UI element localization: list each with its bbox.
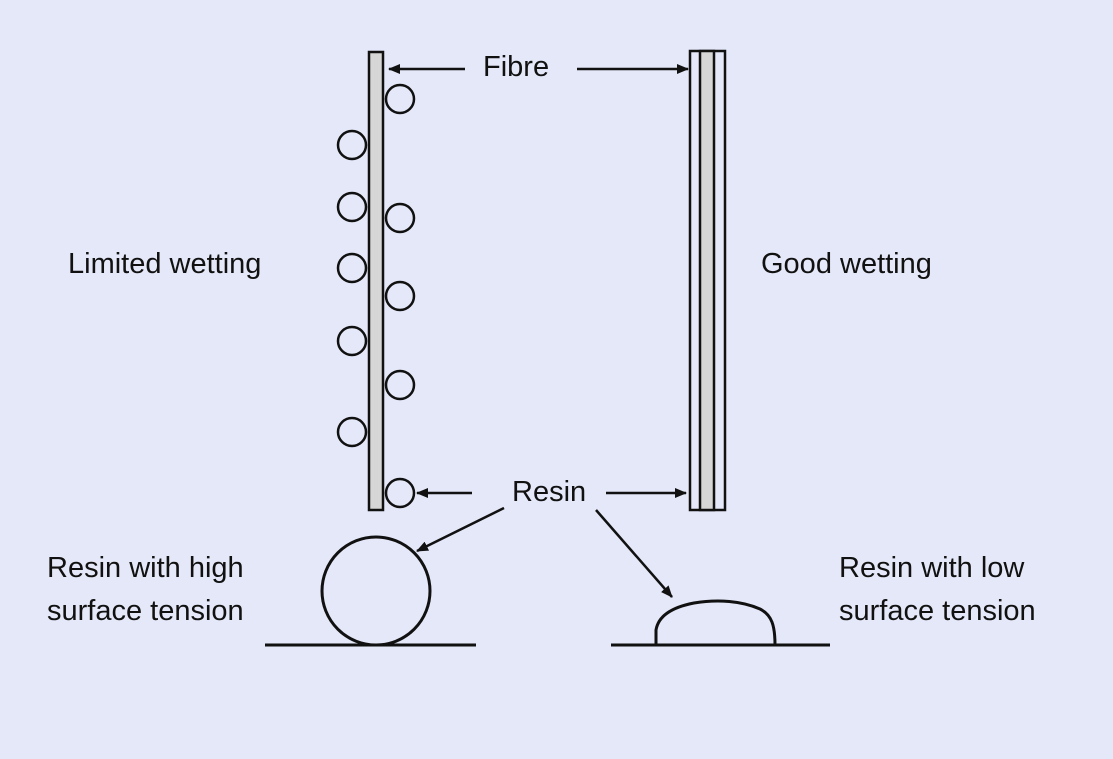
left-fibre [367,50,385,512]
right-fibre-core [698,49,716,512]
resin-droplet [336,325,368,357]
low-tension-label-line2: surface tension [839,595,1036,627]
high-tension-label-line1: Resin with high [47,552,244,584]
resin-droplet [336,129,368,161]
resin-droplet [384,369,416,401]
fibre-label: Fibre [483,51,550,83]
resin-arrow-to-puddle [595,509,673,598]
resin-droplet [336,191,368,223]
good-wetting-label: Good wetting [761,248,932,280]
resin-droplet [384,202,416,234]
limited-wetting-label: Limited wetting [68,248,262,280]
resin-drop-high-tension [320,535,432,647]
right-fibre-coated [688,49,727,512]
high-tension-label-line2: surface tension [47,595,244,627]
resin-droplet [384,477,416,509]
resin-droplets-left [336,83,416,509]
resin-arrow-to-sphere [416,506,505,553]
resin-droplet [384,280,416,312]
resin-droplet [336,416,368,448]
resin-drop-low-tension [654,599,777,646]
resin-droplet [336,252,368,284]
resin-label: Resin [512,476,587,508]
low-tension-label-line1: Resin with low [839,552,1025,584]
resin-droplet [384,83,416,115]
